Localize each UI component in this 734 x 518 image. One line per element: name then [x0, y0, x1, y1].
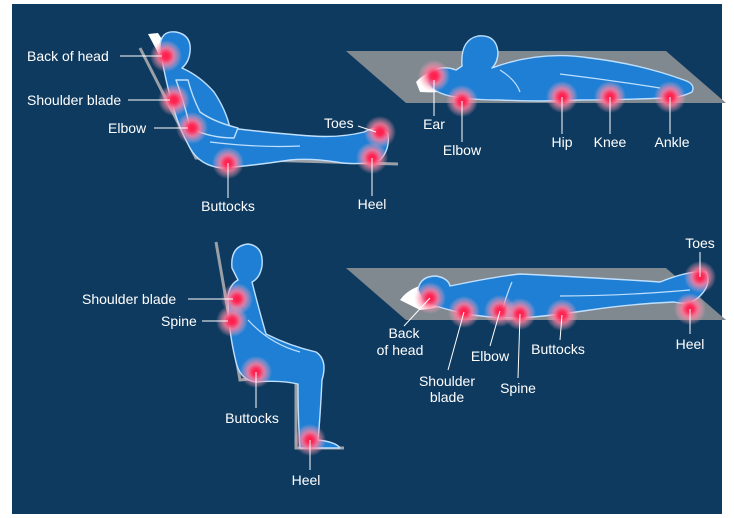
label-shoulder-blade: Shoulder blade — [27, 92, 121, 108]
label-shoulder-blade: Shoulder blade — [82, 291, 176, 307]
label-shoulder-blade-line2: blade — [430, 389, 464, 405]
label-heel: Heel — [292, 472, 321, 488]
label-spine: Spine — [500, 380, 536, 396]
label-buttocks: Buttocks — [531, 341, 585, 357]
label-ear: Ear — [423, 116, 445, 132]
label-knee: Knee — [594, 134, 627, 150]
supine-figure — [346, 268, 726, 320]
label-heel: Heel — [676, 336, 705, 352]
label-ankle: Ankle — [654, 134, 689, 150]
label-toes: Toes — [685, 235, 715, 251]
label-spine: Spine — [161, 313, 197, 329]
label-elbow: Elbow — [471, 348, 510, 364]
label-shoulder-blade: Shoulder — [419, 373, 475, 389]
label-back-of-head-line2: of head — [377, 342, 424, 358]
label-elbow: Elbow — [443, 142, 482, 158]
label-heel: Heel — [358, 196, 387, 212]
label-toes: Toes — [324, 115, 354, 131]
label-back-of-head: Back — [388, 325, 420, 341]
label-back-of-head: Back of head — [27, 48, 109, 64]
label-buttocks: Buttocks — [201, 198, 255, 214]
label-hip: Hip — [551, 134, 572, 150]
label-elbow: Elbow — [108, 120, 147, 136]
label-buttocks: Buttocks — [225, 410, 279, 426]
